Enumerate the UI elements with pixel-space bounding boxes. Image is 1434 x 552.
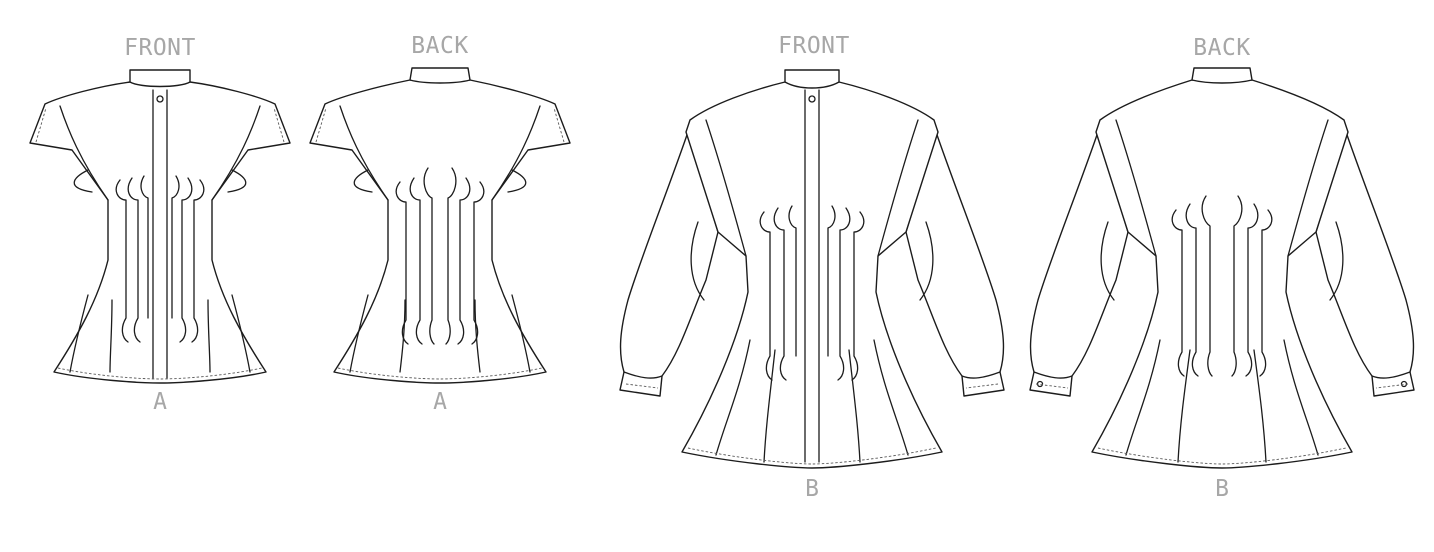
figure-a-back-drawing — [309, 67, 571, 384]
figure-b-front-variant-label: B — [805, 476, 819, 502]
figure-a-back-view-label: BACK — [411, 33, 468, 59]
figure-a-front-drawing — [29, 69, 291, 384]
figure-b-back-variant-label: B — [1215, 476, 1229, 502]
figure-a-front-view-label: FRONT — [124, 35, 196, 61]
pintucks — [1171, 195, 1273, 377]
left-sleeve — [1029, 131, 1129, 397]
collar — [1191, 67, 1253, 84]
figure-b-back-drawing — [1029, 67, 1415, 469]
pintucks — [395, 167, 485, 345]
figure-b-back-view-label: BACK — [1193, 35, 1250, 61]
figure-b-front-view-label: FRONT — [778, 33, 850, 59]
left-sleeve — [619, 131, 719, 397]
right-sleeve — [905, 131, 1005, 397]
right-sleeve — [1315, 131, 1415, 397]
collar — [784, 69, 840, 89]
figure-a-front-variant-label: A — [153, 389, 167, 415]
pintucks — [759, 205, 865, 381]
figure-a-back-variant-label: A — [433, 389, 447, 415]
pintucks — [115, 175, 205, 343]
figure-b-front-drawing — [619, 69, 1005, 469]
collar — [129, 69, 191, 88]
collar — [409, 67, 471, 84]
